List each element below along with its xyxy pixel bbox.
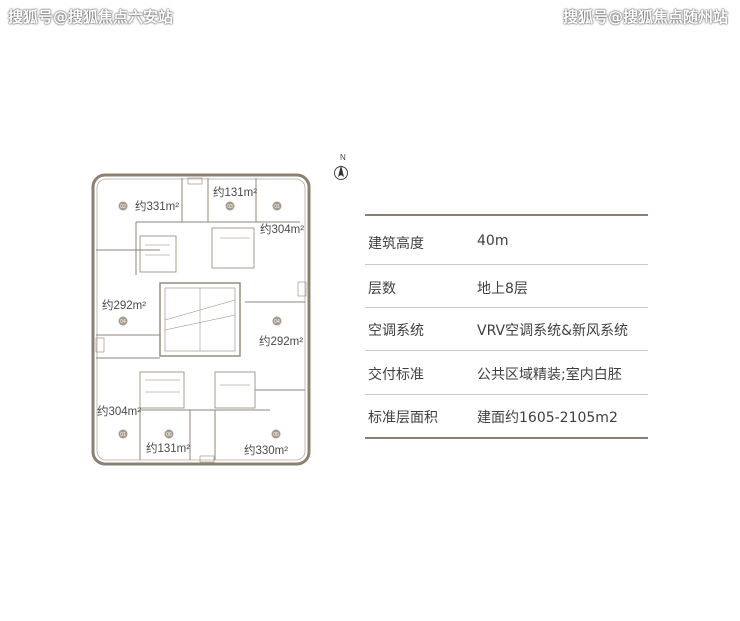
unit-badge <box>118 201 128 211</box>
unit-area-label: 约331m² <box>135 199 179 213</box>
building-outline <box>91 173 311 466</box>
spec-value-height: 40m <box>477 233 509 249</box>
unit-area-label: 约304m² <box>260 222 304 236</box>
interior-walls <box>95 177 307 463</box>
spec-divider <box>365 264 648 265</box>
unit-badge <box>225 201 235 211</box>
spec-key-ac: 空调系统 <box>368 323 424 339</box>
unit-id: 05 <box>273 432 279 438</box>
watermark-right: 搜狐号@搜狐焦点随州站 <box>562 8 728 26</box>
spec-key-delivery: 交付标准 <box>368 367 424 383</box>
unit-area-label: 约292m² <box>259 334 303 348</box>
watermark-left: 搜狐号@搜狐焦点六安站 <box>8 8 174 26</box>
spec-value-delivery: 公共区域精装;室内白胚 <box>477 367 622 383</box>
spec-divider <box>365 350 648 351</box>
unit-id: 02 <box>120 204 126 210</box>
spec-table-top-rule <box>365 214 648 216</box>
unit-badge <box>271 429 281 439</box>
unit-id: 06 <box>166 432 172 438</box>
unit-id: 04 <box>120 319 126 325</box>
unit-id: 01 <box>274 204 280 210</box>
spec-key-floors: 层数 <box>368 281 396 297</box>
compass-icon: N <box>334 153 348 180</box>
spec-key-height: 建筑高度 <box>368 236 424 252</box>
unit-badge <box>164 429 174 439</box>
spec-key-floor-area: 标准层面积 <box>368 410 438 426</box>
spec-value-floor-area: 建面约1605-2105m2 <box>477 410 618 426</box>
spec-divider <box>365 394 648 395</box>
unit-badge <box>118 429 128 439</box>
unit-id: 01 <box>120 432 126 438</box>
unit-id: 03 <box>227 204 233 210</box>
unit-area-label: 约304m² <box>97 404 141 418</box>
unit-badge <box>272 201 282 211</box>
compass-north-label: N <box>340 153 346 162</box>
spec-value-floors: 地上8层 <box>477 281 528 297</box>
unit-area-label: 约131m² <box>213 185 257 199</box>
spec-value-ac: VRV空调系统&新风系统 <box>477 323 629 339</box>
unit-markers: 02 约331m² 约131m² 03 01 约304m² 约292m² 04 … <box>97 185 304 457</box>
unit-area-label: 约292m² <box>102 298 146 312</box>
unit-badge <box>272 316 282 326</box>
unit-badge <box>118 316 128 326</box>
unit-area-label: 约131m² <box>146 441 190 455</box>
unit-id: 04 <box>274 319 280 325</box>
unit-area-label: 约330m² <box>244 443 288 457</box>
spec-divider <box>365 307 648 308</box>
spec-table-bottom-rule <box>365 437 648 439</box>
